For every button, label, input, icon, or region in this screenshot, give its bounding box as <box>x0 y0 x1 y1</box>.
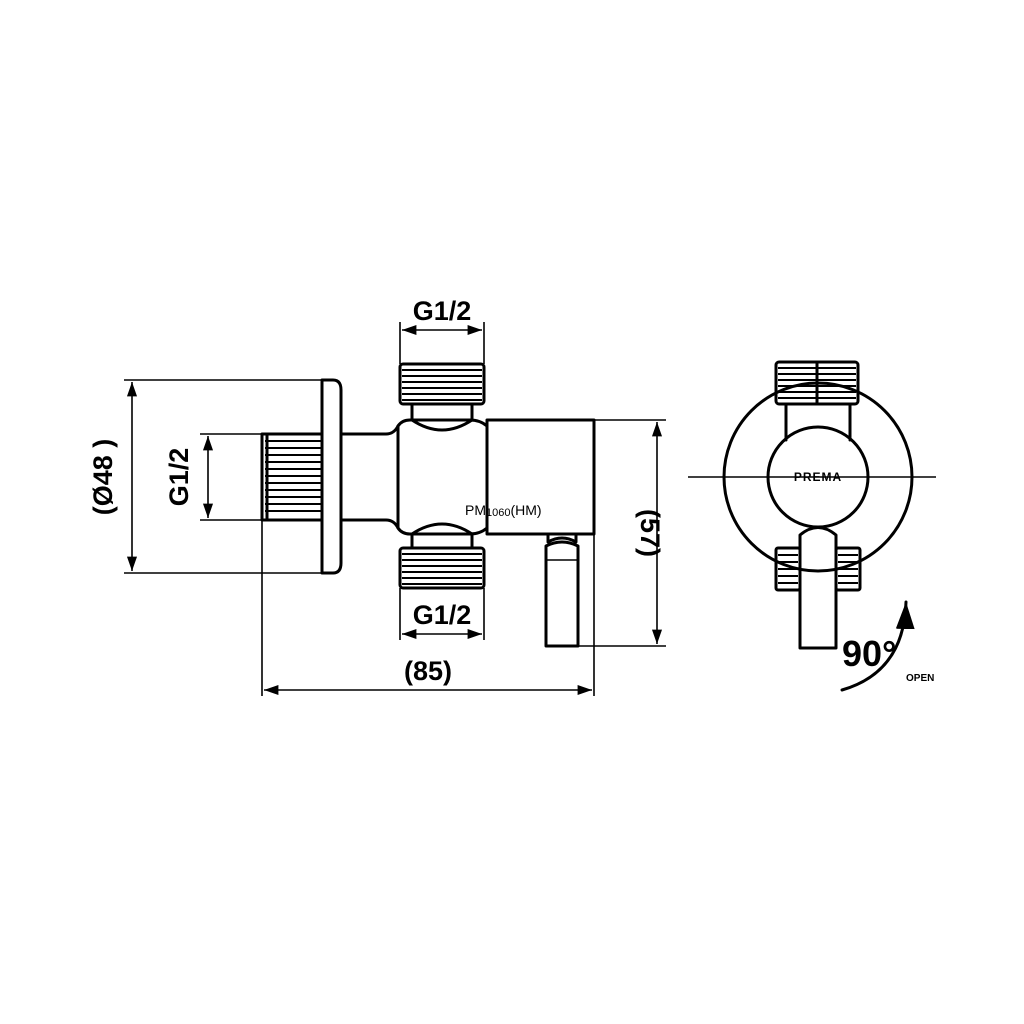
top-outlet-thread <box>398 362 486 406</box>
rotation-angle: 90° <box>842 633 896 674</box>
rotation-arrow <box>840 600 915 692</box>
wall-flange <box>320 378 343 575</box>
front-view <box>260 362 596 648</box>
dim-overall-height: (57) <box>635 509 665 557</box>
side-lever <box>798 526 838 650</box>
handle-housing <box>485 418 596 536</box>
side-top-thread <box>774 360 860 406</box>
dim-inlet-thread: G1/2 <box>164 448 194 507</box>
model-code: PM1060(HM) <box>465 502 542 519</box>
model-number: 1060 <box>486 507 510 519</box>
dim-flange-diameter: (Ø48 ) <box>88 439 118 516</box>
dim-top-thread: G1/2 <box>413 296 472 326</box>
inlet-thread <box>260 432 324 522</box>
dim-bottom-thread: G1/2 <box>413 600 472 630</box>
side-bottom-thread <box>774 546 862 592</box>
side-brand: PREMA <box>794 470 842 484</box>
model-suffix: (HM) <box>510 502 541 518</box>
lever-handle <box>544 532 580 648</box>
rotation-label: OPEN <box>906 673 934 684</box>
dim-overall-length: (85) <box>404 656 452 686</box>
valve-neck <box>339 424 400 530</box>
side-view: PREMA <box>688 360 936 692</box>
bottom-outlet-thread <box>398 546 486 590</box>
model-prefix: PM <box>465 502 486 518</box>
dimension-lines <box>124 322 666 696</box>
